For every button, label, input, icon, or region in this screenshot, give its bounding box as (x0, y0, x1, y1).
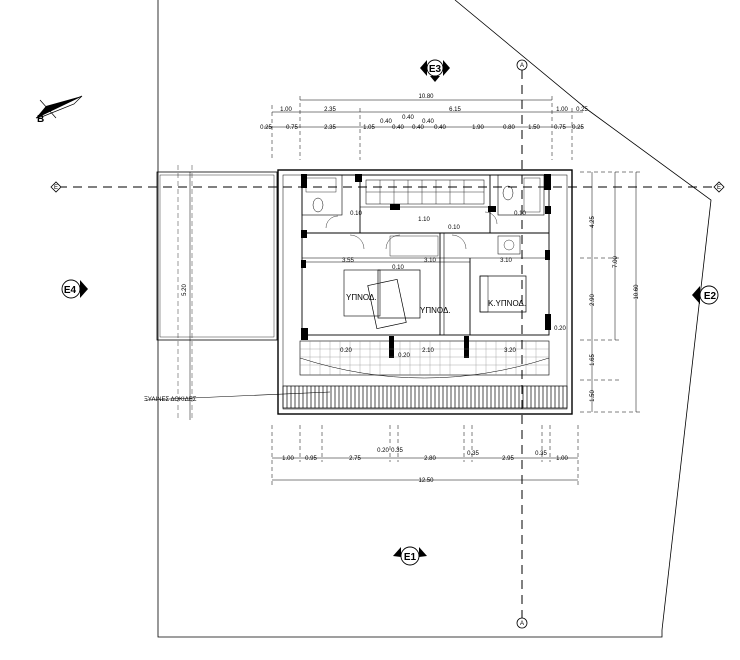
bathroom-right (497, 174, 545, 216)
dim-interior: 0.20 (554, 326, 566, 332)
elevation-label-e3: E3 (429, 64, 442, 75)
right-dimension-lines (580, 171, 640, 413)
dim-top-row2: 0.40 (422, 119, 434, 125)
elevation-label-e4: E4 (64, 285, 77, 296)
top-dimension-lines (264, 96, 583, 160)
dim-interior: 0.20 (398, 353, 410, 359)
dim-top-row2: 1.90 (472, 125, 484, 131)
dim-right-inner: 1.65 (590, 354, 596, 366)
dim-top-row2: 0.25 (572, 125, 584, 131)
elevation-marker-e4: E4 (61, 279, 88, 299)
elevation-marker-e2: E2 (692, 285, 719, 305)
north-label: B (37, 114, 44, 125)
dim-interior: 0.10 (350, 211, 362, 217)
dim-top-row2: 0.40 (380, 119, 392, 125)
dim-top-row1: 2.35 (324, 107, 336, 113)
dim-bottom-row: 1.00 (556, 456, 568, 462)
pergola-outline (156, 171, 278, 341)
site-boundary (157, 0, 712, 638)
dim-bottom-row: 1.00 (282, 456, 294, 462)
dim-interior: 0.10 (448, 225, 460, 231)
dim-right-inner: 1.50 (590, 390, 596, 402)
dim-right-overall: 10.60 (634, 284, 640, 300)
dim-top-row2: 1.05 (363, 125, 375, 131)
dim-bottom-row: 0.95 (305, 456, 317, 462)
axis-bubble-e-right: E (713, 181, 725, 193)
dim-interior: 3.55 (342, 258, 354, 264)
veranda-tiles (299, 340, 550, 376)
axis-label-a-top: A (520, 63, 524, 69)
dim-top-row2: 0.75 (554, 125, 566, 131)
dim-interior: 3.10 (500, 258, 512, 264)
bathroom-left (301, 174, 343, 216)
dim-top-row1: 6.15 (449, 107, 461, 113)
dim-bottom-row: 0.20 (377, 448, 389, 454)
dim-interior: 3.20 (504, 348, 516, 354)
dim-top-row1: 0.25 (576, 107, 588, 113)
room-label-master-bedroom: Κ.ΥΠΝΟΔ. (488, 299, 526, 308)
dim-bottom-row: 0.35 (535, 451, 547, 457)
axis-label-e-right: E (717, 185, 721, 191)
dim-top-row2: 0.40 (402, 115, 414, 121)
dim-interior: 2.10 (422, 348, 434, 354)
axis-bubble-a-bottom: A (516, 617, 528, 629)
dim-top-row1: 1.00 (280, 107, 292, 113)
dim-interior: 0.10 (392, 265, 404, 271)
dim-bottom-row: 2.95 (502, 456, 514, 462)
building-outline (277, 169, 573, 415)
dim-interior: 0.20 (340, 348, 352, 354)
axis-label-e-left: E (54, 185, 58, 191)
north-arrow-icon: B (35, 95, 83, 125)
axis-label-a-bottom: A (520, 621, 524, 627)
dim-top-row2: 2.35 (324, 125, 336, 131)
dim-top-row2: 0.40 (434, 125, 446, 131)
dim-bottom-overall: 12.50 (418, 478, 434, 484)
dim-interior: 0.10 (514, 211, 526, 217)
dim-top-row2: 0.40 (392, 125, 404, 131)
dim-top-row2: 0.25 (260, 125, 272, 131)
dim-right-inner: 2.90 (590, 294, 596, 306)
dim-interior: 3.10 (424, 258, 436, 264)
dim-bottom-row: 2.80 (424, 456, 436, 462)
dim-bottom-row: 2.75 (349, 456, 361, 462)
columns (301, 174, 551, 358)
dim-right-7: 7.00 (613, 256, 619, 268)
elevation-marker-e1: E1 (393, 546, 427, 566)
wooden-beams (282, 385, 568, 409)
wooden-beams-label: ΞΥΛΙΝΕΣ ΔΟΚΙΔΕΣ (144, 397, 197, 403)
room-label-bedroom-1: ΥΠΝΟΔ. (346, 293, 377, 302)
dim-top-row2: 0.40 (412, 125, 424, 131)
dim-bottom-row: 0.35 (467, 451, 479, 457)
elevation-label-e1: E1 (404, 552, 417, 563)
dim-top-row2: 0.75 (286, 125, 298, 131)
room-label-bedroom-2: ΥΠΝΟΔ. (420, 306, 451, 315)
elevation-label-e2: E2 (704, 291, 717, 302)
staircase (365, 179, 485, 205)
dim-top-row2: 1.50 (528, 125, 540, 131)
axis-bubble-e-left: E (50, 181, 62, 193)
bed-master-bedroom (479, 275, 527, 313)
dim-bottom-row: 0.35 (391, 448, 403, 454)
axis-bubble-a-top: A (516, 59, 528, 71)
bottom-dimension-lines (271, 425, 579, 486)
dim-top-row2: 0.80 (503, 125, 515, 131)
dim-left-pergola: 5.20 (182, 284, 188, 296)
dim-right-inner: 4.25 (590, 216, 596, 228)
bed-bedroom-1 (367, 269, 421, 330)
dim-interior: 1.10 (418, 217, 430, 223)
dim-top-overall: 10.80 (418, 94, 434, 100)
dim-top-row1: 1.00 (556, 107, 568, 113)
bed-bedroom-2 (343, 269, 381, 317)
elevation-marker-e3: E3 (420, 59, 450, 82)
